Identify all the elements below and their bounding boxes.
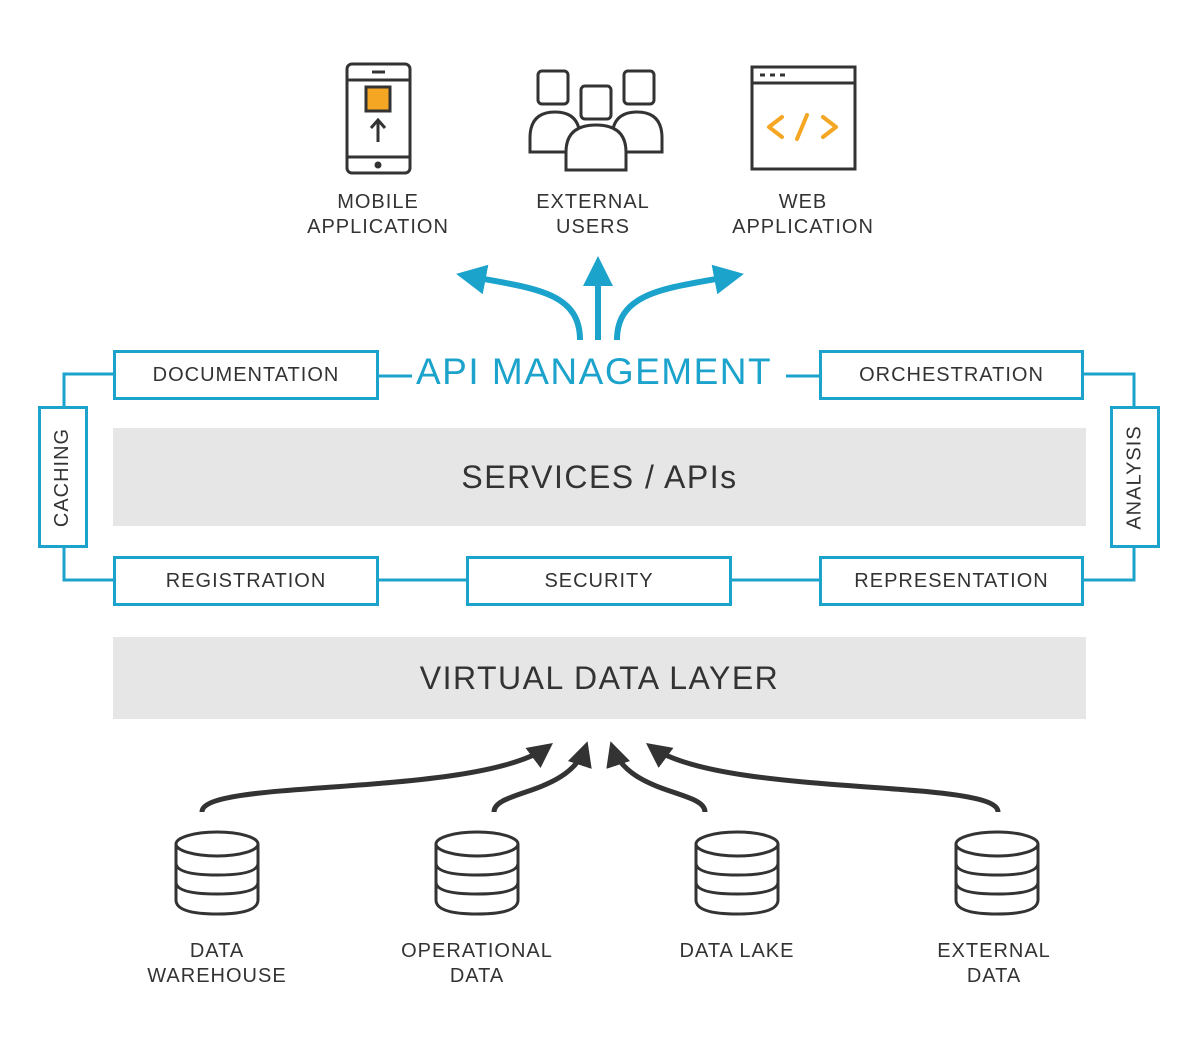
consumer-label-web: WEB APPLICATION bbox=[703, 190, 903, 240]
source-arrows bbox=[199, 741, 1001, 813]
source-label-operational: OPERATIONAL DATA bbox=[377, 939, 577, 989]
database-icon bbox=[954, 830, 1040, 916]
services-apis-band: SERVICES / APIs bbox=[113, 428, 1086, 526]
analysis-box: ANALYSIS bbox=[1110, 406, 1160, 548]
consumer-label-mobile: MOBILE APPLICATION bbox=[278, 190, 478, 240]
label-line: APPLICATION bbox=[307, 216, 449, 238]
database-icon bbox=[174, 830, 260, 916]
source-label-external: EXTERNAL DATA bbox=[894, 939, 1094, 989]
label-line: EXTERNAL bbox=[937, 940, 1051, 962]
label-line: DATA bbox=[449, 965, 505, 987]
analysis-label: ANALYSIS bbox=[1123, 424, 1146, 530]
database-icon bbox=[434, 830, 520, 916]
label-line: EXTERNAL bbox=[536, 191, 650, 213]
code-window-icon bbox=[750, 65, 857, 171]
label-line: DATA bbox=[189, 940, 245, 962]
label-line: MOBILE bbox=[337, 191, 419, 213]
api-management-frame bbox=[62, 372, 1136, 582]
mobile-phone-icon bbox=[345, 62, 412, 175]
registration-box: REGISTRATION bbox=[113, 556, 379, 606]
label-line: WAREHOUSE bbox=[147, 965, 287, 987]
label-line: APPLICATION bbox=[732, 216, 874, 238]
source-label-warehouse: DATA WAREHOUSE bbox=[117, 939, 317, 989]
documentation-box: DOCUMENTATION bbox=[113, 350, 379, 400]
caching-box: CACHING bbox=[38, 406, 88, 548]
label-line: OPERATIONAL bbox=[401, 940, 553, 962]
label-line: DATA bbox=[966, 965, 1022, 987]
label-line: DATA LAKE bbox=[679, 940, 795, 962]
virtual-data-layer-band: VIRTUAL DATA LAYER bbox=[113, 637, 1086, 719]
caching-label: CACHING bbox=[51, 427, 74, 527]
orchestration-box: ORCHESTRATION bbox=[819, 350, 1084, 400]
database-icon bbox=[694, 830, 780, 916]
label-line: WEB bbox=[778, 191, 828, 213]
label-line: USERS bbox=[556, 216, 630, 238]
users-group-icon bbox=[528, 69, 664, 172]
representation-box: REPRESENTATION bbox=[819, 556, 1084, 606]
consumer-label-users: EXTERNAL USERS bbox=[493, 190, 693, 240]
api-management-title: API MANAGEMENT bbox=[416, 351, 773, 392]
consumer-arrows bbox=[456, 256, 744, 341]
source-label-data-lake: DATA LAKE bbox=[637, 939, 837, 964]
security-box: SECURITY bbox=[466, 556, 732, 606]
